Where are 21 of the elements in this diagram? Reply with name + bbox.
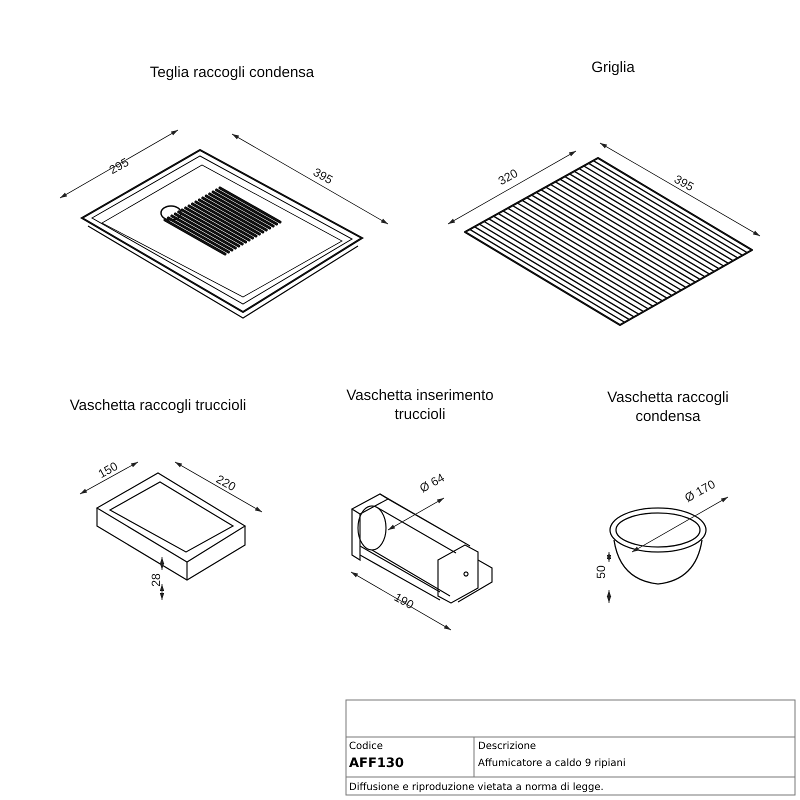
dimension-text: 320 <box>496 166 520 188</box>
dimension-text: 190 <box>392 590 416 612</box>
dimension-text: 395 <box>310 165 336 187</box>
part-title: Vaschetta raccogli truccioli <box>70 396 246 414</box>
field-label: Codice <box>349 740 383 754</box>
part-title: Vaschetta inserimento truccioli <box>345 386 495 424</box>
part-title: Griglia <box>591 58 635 76</box>
product-description: Affumicatore a caldo 9 ripiani <box>478 757 626 771</box>
dimension-text: 220 <box>214 472 238 494</box>
dimension-text: 395 <box>672 172 696 194</box>
dimension-text: Ø 64 <box>417 470 447 496</box>
dimension-text: 150 <box>96 459 120 481</box>
product-code: AFF130 <box>349 755 404 773</box>
part-title: Teglia raccogli condensa <box>150 62 314 82</box>
dimension-text: 295 <box>106 155 132 177</box>
part-title: Vaschetta raccogli condensa <box>606 388 730 426</box>
copyright-note: Diffusione e riproduzione vietata a norma di legge. <box>349 781 604 795</box>
dimension-text: Ø 170 <box>682 476 718 506</box>
dimension-text: 50 <box>594 565 608 579</box>
dimension-text: 28 <box>149 573 163 587</box>
field-label: Descrizione <box>478 740 536 754</box>
